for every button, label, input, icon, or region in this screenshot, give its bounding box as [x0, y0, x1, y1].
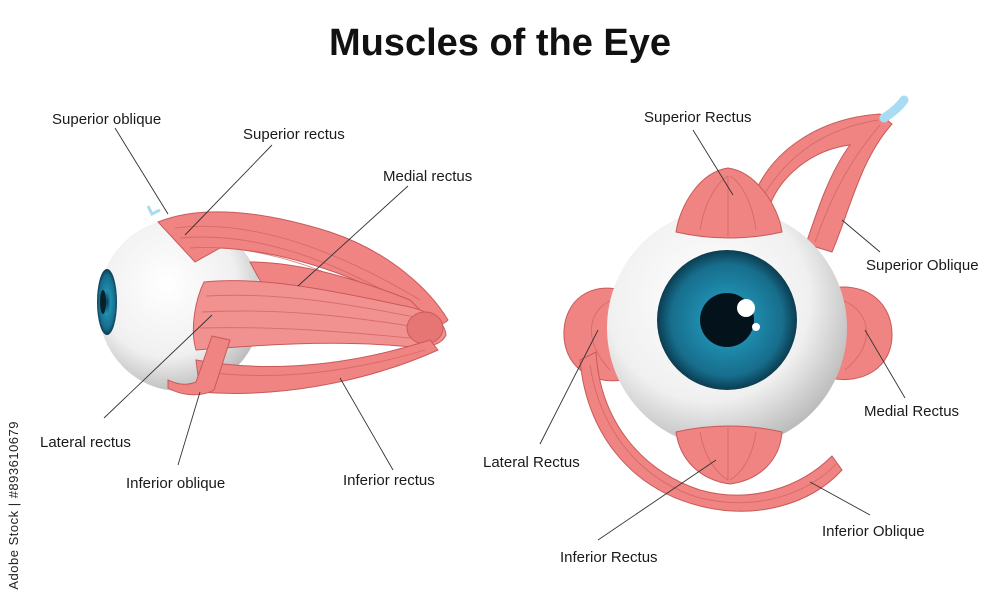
stock-watermark: Adobe Stock | #893610679 [6, 421, 21, 590]
label-lateral-rectus-lateral: Lateral rectus [40, 434, 131, 451]
inferior-rectus-lateral [195, 339, 439, 394]
label-superior-rectus-frontal: Superior Rectus [644, 109, 752, 126]
label-inferior-rectus-frontal: Inferior Rectus [560, 549, 658, 566]
label-medial-rectus-lateral: Medial rectus [383, 168, 472, 185]
diagram-title: Muscles of the Eye [328, 22, 672, 64]
superior-oblique-tendon [146, 205, 161, 217]
label-medial-rectus-frontal: Medial Rectus [864, 403, 959, 420]
label-superior-oblique-lateral: Superior oblique [52, 111, 161, 128]
inferior-oblique-lateral [167, 335, 231, 396]
inferior-rectus-frontal [675, 425, 783, 485]
lateral-rectus-frontal [563, 287, 623, 382]
superior-rectus-frontal [675, 167, 783, 239]
label-lateral-rectus-frontal: Lateral Rectus [483, 454, 580, 471]
label-superior-rectus-lateral: Superior rectus [243, 126, 345, 143]
label-inferior-rectus-lateral: Inferior rectus [343, 472, 435, 489]
label-inferior-oblique-frontal: Inferior Oblique [822, 523, 925, 540]
label-inferior-oblique-lateral: Inferior oblique [126, 475, 225, 492]
inferior-oblique-frontal [579, 351, 843, 512]
label-superior-oblique-frontal: Superior Oblique [866, 257, 979, 274]
superior-oblique-frontal [751, 113, 893, 253]
lateral-view: Superior oblique Superior rectus Medial … [40, 111, 472, 492]
superior-rectus-lateral [157, 211, 449, 325]
frontal-view: Superior Rectus Superior Oblique Medial … [483, 95, 979, 566]
superior-oblique-tendon-frontal [879, 95, 909, 123]
iris-lateral [97, 269, 117, 335]
